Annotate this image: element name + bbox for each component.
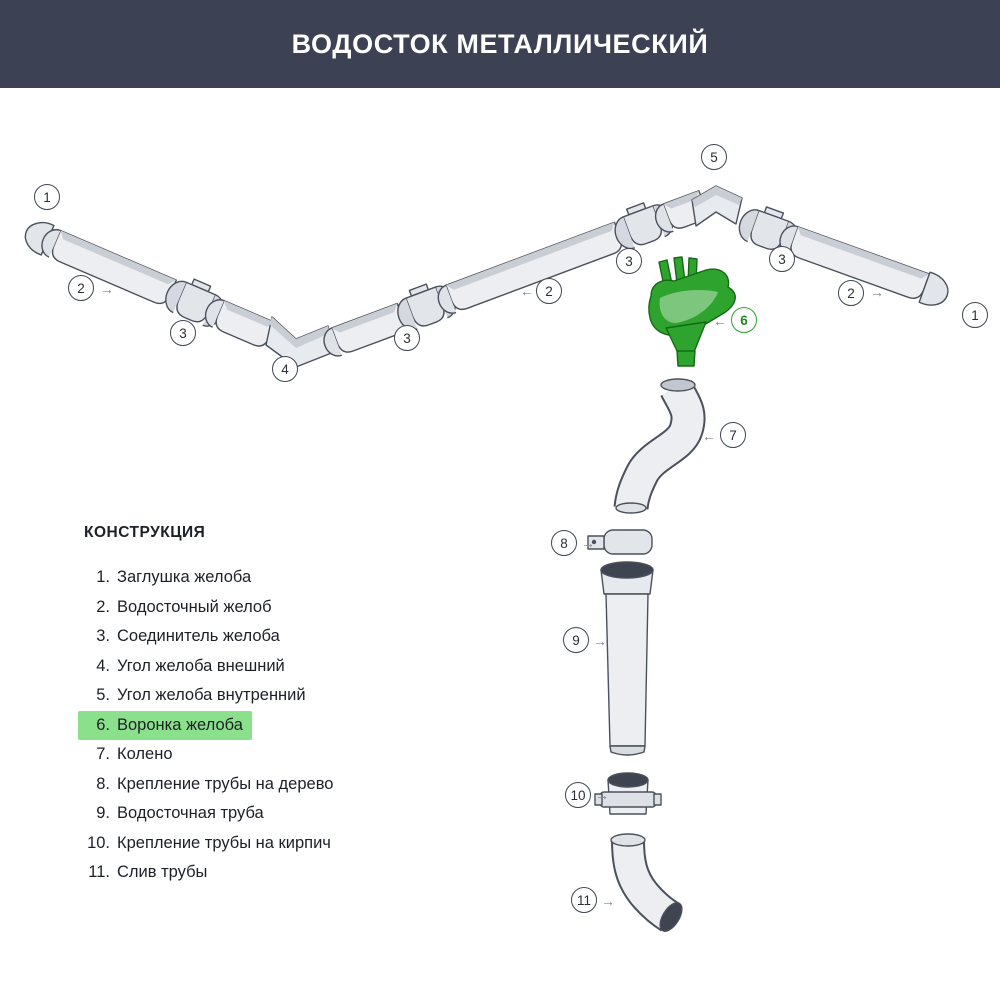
arrow-left-icon: ← [702, 428, 716, 444]
downpipe [600, 561, 654, 756]
legend-item-label: Угол желоба внешний [117, 656, 285, 675]
callout-number: 1 [971, 307, 979, 323]
callout-number: 3 [179, 325, 187, 341]
arrow-left-icon: ← [713, 313, 727, 329]
gutter-end-cap-right [918, 271, 949, 306]
legend-item-number: 7. [96, 745, 110, 763]
header-bar: ВОДОСТОК МЕТАЛЛИЧЕСКИЙ [0, 0, 1000, 88]
legend-item-11: 11. Слив трубы [78, 858, 216, 888]
legend: КОНСТРУКЦИЯ 1. Заглушка желоба 2. Водосточ… [78, 524, 342, 888]
legend-item-1: 1. Заглушка желоба [78, 563, 260, 593]
gutter-funnel [648, 256, 736, 367]
callout-3-mid: 3 [394, 325, 420, 351]
legend-item-3: 3. Соединитель желоба [78, 622, 289, 652]
callout-number: 4 [281, 361, 289, 377]
gutter-run-right [738, 206, 949, 306]
callout-6: 6 [731, 307, 757, 333]
arrow-right-icon: → [601, 893, 615, 909]
pipe-bracket-wood [587, 529, 653, 555]
gutter-run-middle [323, 190, 707, 357]
legend-item-10: 10. Крепление трубы на кирпич [78, 829, 340, 859]
arrow-right-icon: → [100, 281, 114, 297]
legend-item-2: 2. Водосточный желоб [78, 593, 281, 623]
callout-number: 6 [740, 312, 748, 328]
arrow-right-icon: → [581, 535, 595, 551]
legend-item-8: 8. Крепление трубы на дерево [78, 770, 342, 800]
arrow-left-icon: ← [520, 283, 534, 299]
gutter-end-cap-left [24, 221, 55, 256]
callout-number: 2 [847, 285, 855, 301]
arrow-right-icon: → [593, 633, 607, 649]
callout-number: 3 [778, 251, 786, 267]
callout-2-left: 2 [68, 275, 94, 301]
callout-number: 11 [576, 892, 591, 908]
callout-number: 3 [403, 330, 411, 346]
callout-9: 9 [563, 627, 589, 653]
callout-number: 3 [625, 253, 633, 269]
drain-outlet [610, 833, 683, 932]
callout-number: 2 [77, 280, 85, 296]
legend-item-number: 8. [96, 774, 110, 793]
legend-item-label: Воронка желоба [117, 715, 243, 734]
legend-item-number: 2. [96, 597, 110, 616]
callout-2-right: 2 [838, 280, 864, 306]
legend-item-number: 1. [96, 568, 110, 586]
callout-3-upper: 3 [616, 248, 642, 274]
callout-number: 10 [570, 787, 586, 803]
gutter-run-left [24, 221, 277, 347]
callout-3-left: 3 [170, 320, 196, 346]
legend-item-label: Слив трубы [117, 863, 208, 881]
legend-item-6: 6. Воронка желоба [78, 710, 252, 740]
callout-1-left: 1 [34, 184, 60, 210]
legend-item-label: Водосточная труба [117, 804, 264, 822]
callout-number: 5 [710, 149, 718, 165]
legend-item-number: 11. [88, 863, 110, 881]
callout-3-right: 3 [769, 246, 795, 272]
legend-item-label: Колено [117, 745, 173, 763]
legend-item-number: 4. [96, 656, 110, 675]
legend-item-7: 7. Колено [78, 740, 182, 770]
gutter-section [41, 228, 177, 305]
gutter-section [437, 221, 623, 314]
legend-item-number: 5. [96, 686, 110, 704]
callout-10: 10 [565, 782, 591, 808]
legend-item-number: 6. [96, 715, 110, 734]
arrow-right-icon: → [595, 787, 609, 803]
legend-item-label: Крепление трубы на кирпич [117, 833, 331, 852]
callout-8: 8 [551, 530, 577, 556]
legend-item-label: Соединитель желоба [117, 627, 280, 645]
callout-number: 8 [560, 535, 568, 551]
legend-item-9: 9. Водосточная труба [78, 799, 273, 829]
callout-number: 2 [545, 283, 553, 299]
legend-item-number: 9. [96, 804, 110, 822]
legend-item-5: 5. Угол желоба внутренний [78, 681, 315, 711]
callout-5: 5 [701, 144, 727, 170]
legend-title: КОНСТРУКЦИЯ [84, 524, 206, 541]
gutter-section [323, 302, 405, 357]
gutter-section [204, 299, 277, 347]
callout-number: 9 [572, 632, 580, 648]
legend-item-number: 3. [96, 627, 110, 645]
callout-number: 7 [729, 427, 737, 443]
gutter-inner-corner [691, 185, 743, 227]
legend-item-label: Угол желоба внутренний [117, 686, 306, 704]
legend-item-number: 10. [87, 833, 110, 852]
callout-1-right: 1 [962, 302, 988, 328]
elbow-pipe [613, 378, 706, 514]
legend-item-label: Заглушка желоба [117, 568, 252, 586]
callout-number: 1 [43, 189, 51, 205]
callout-2-mid: 2 [536, 278, 562, 304]
legend-item-label: Водосточный желоб [117, 597, 272, 616]
arrow-right-icon: → [870, 284, 884, 300]
legend-item-4: 4. Угол желоба внешний [78, 652, 294, 682]
legend-item-label: Крепление трубы на дерево [117, 774, 334, 793]
page-title: ВОДОСТОК МЕТАЛЛИЧЕСКИЙ [291, 28, 709, 59]
callout-11: 11 [571, 887, 597, 913]
callout-4: 4 [272, 356, 298, 382]
callout-7: 7 [720, 422, 746, 448]
pipe-bracket-brick [594, 772, 662, 815]
